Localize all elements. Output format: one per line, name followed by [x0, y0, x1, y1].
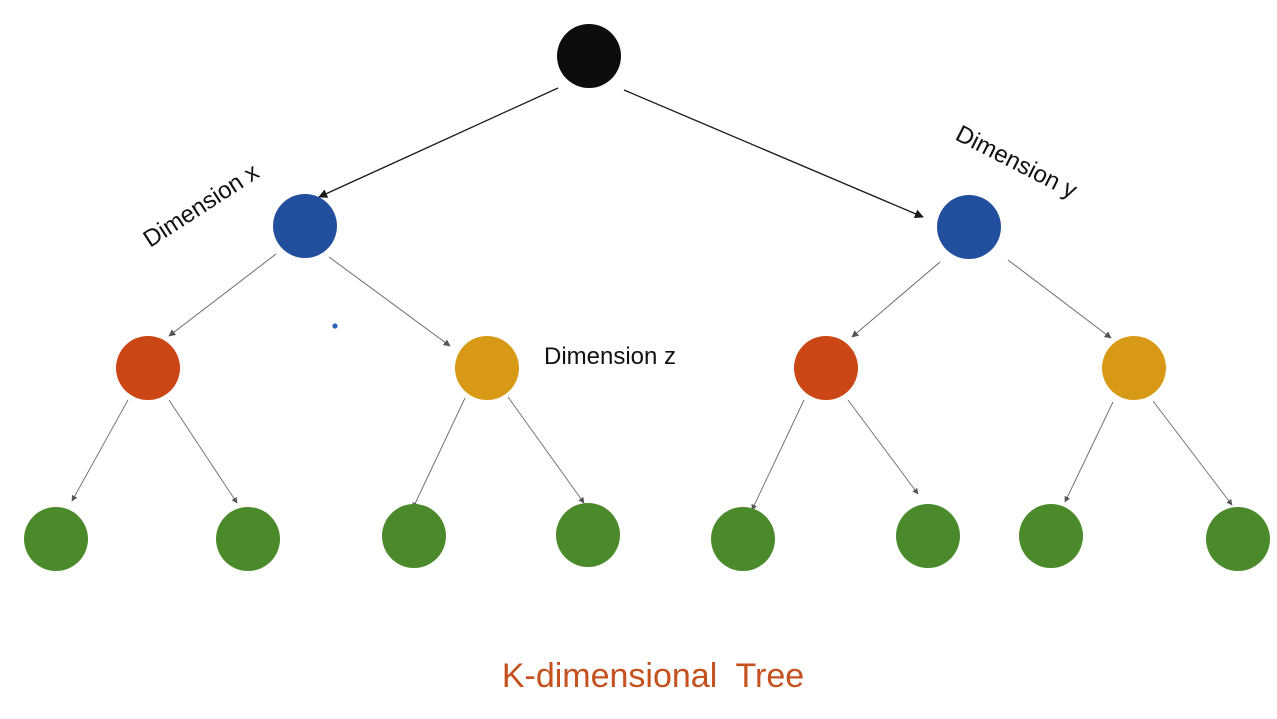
edge-leaf-7 — [1064, 401, 1114, 503]
edge-leaf-2 — [168, 399, 238, 504]
level2-node-1 — [116, 336, 180, 400]
dimension-z-label: Dimension z — [544, 343, 676, 370]
edge-left-to-orange — [328, 256, 451, 347]
edge-right-to-red — [851, 261, 941, 338]
leaf-node-5 — [711, 507, 775, 571]
stray-dot — [332, 323, 338, 329]
edge-root-to-left — [318, 87, 559, 198]
leaf-node-7 — [1019, 504, 1083, 568]
dimension-y-node — [937, 195, 1001, 259]
level2-node-3 — [794, 336, 858, 400]
edge-root-to-right — [623, 89, 924, 218]
edge-leaf-6 — [847, 399, 919, 495]
edge-leaf-1 — [71, 399, 129, 502]
leaf-node-2 — [216, 507, 280, 571]
leaf-node-1 — [24, 507, 88, 571]
leaf-node-6 — [896, 504, 960, 568]
dimension-y-label: Dimension y — [951, 120, 1081, 204]
leaf-node-4 — [556, 503, 620, 567]
edge-leaf-5 — [751, 399, 805, 511]
leaf-node-8 — [1206, 507, 1270, 571]
edge-right-to-orange — [1007, 259, 1112, 339]
leaf-node-3 — [382, 504, 446, 568]
diagram-title: K-dimensional Tree — [502, 657, 804, 695]
dimension-x-label: Dimension x — [139, 158, 264, 253]
edge-left-to-red — [168, 253, 277, 337]
level2-node-2 — [455, 336, 519, 400]
root-node — [557, 24, 621, 88]
edge-leaf-8 — [1152, 400, 1233, 506]
dimension-x-node — [273, 194, 337, 258]
level2-node-4 — [1102, 336, 1166, 400]
edge-leaf-4 — [507, 396, 585, 504]
edge-leaf-3 — [412, 397, 466, 509]
